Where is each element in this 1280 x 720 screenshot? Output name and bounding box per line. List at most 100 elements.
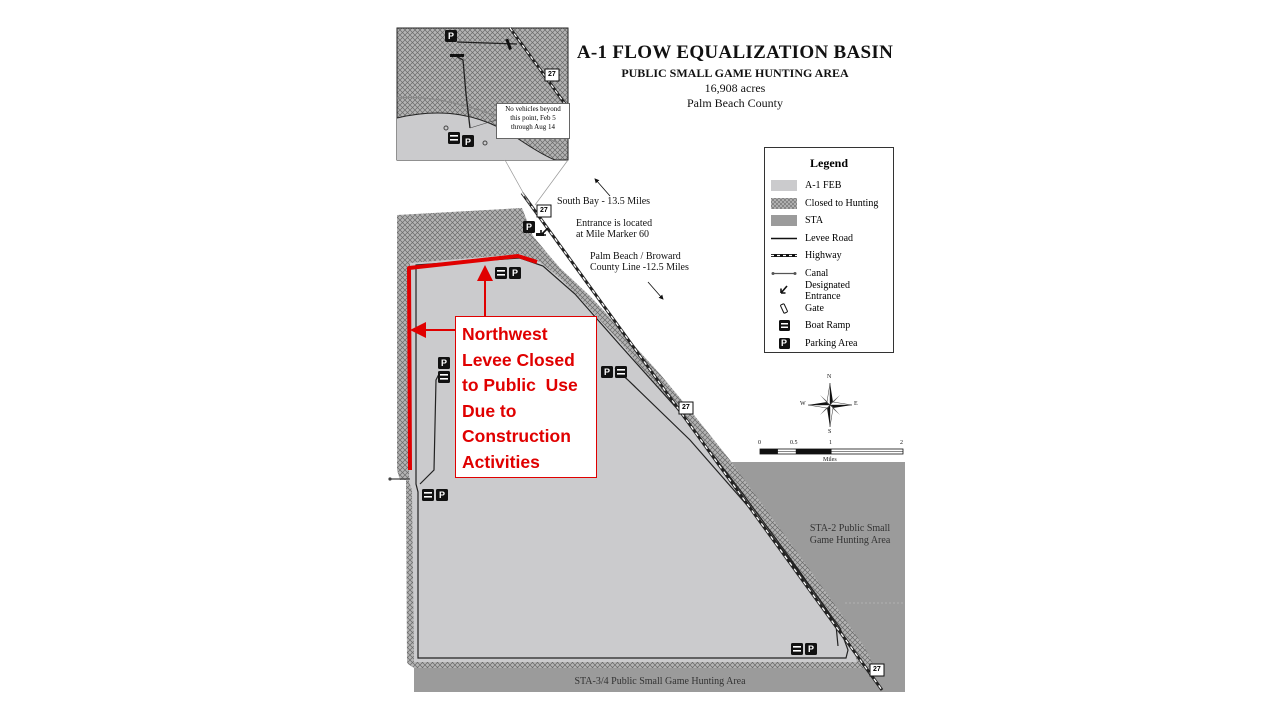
sta2-label-line: Game Hunting Area	[809, 535, 891, 546]
sta2-label: STA-2 Public Small Game Hunting Area	[790, 523, 910, 547]
inset-note-line: this point, Feb 5	[510, 114, 556, 122]
inset-leader-right	[534, 159, 569, 206]
map-acres: 16,908 acres	[704, 81, 766, 95]
legend-label: Boat Ramp	[805, 320, 851, 332]
entrance-label-line: at Mile Marker 60	[576, 229, 650, 240]
legend-label: Levee Road	[805, 232, 854, 244]
scale-tick-1: 1	[829, 440, 832, 446]
scale-tick-05: 0.5	[790, 440, 798, 446]
parking-letter: P	[441, 358, 448, 368]
callout-line: to Public Use	[462, 375, 578, 395]
compass-w: W	[800, 401, 806, 407]
parking-entrance	[523, 221, 544, 236]
inset-map	[396, 27, 570, 161]
highway-shield-south	[869, 663, 885, 677]
sta34-label: STA-3/4 Public Small Game Hunting Area	[574, 676, 746, 687]
highway-number: 27	[540, 207, 548, 214]
ramp-parking-southeast	[791, 643, 817, 655]
fill-light-gray-icon	[771, 180, 797, 192]
legend-label: Parking Area	[805, 337, 858, 349]
line-solid-icon	[771, 233, 797, 244]
legend-label: Designated Entrance	[805, 279, 850, 302]
compass-e: E	[854, 401, 858, 407]
scale-tick-2: 2	[900, 440, 903, 446]
parking-letter: P	[448, 31, 455, 41]
parking-interior	[438, 357, 450, 383]
county-line-arrow	[647, 281, 664, 300]
parking-ramp-east	[601, 366, 627, 378]
scale-tick-0: 0	[758, 440, 761, 446]
legend-item-parking: P Parking Area	[771, 335, 887, 353]
legend-label: Closed to Hunting	[805, 197, 879, 209]
legend-item-levee: Levee Road	[771, 230, 887, 248]
map-subtitle: PUBLIC SMALL GAME HUNTING AREA	[621, 66, 849, 80]
callout-line: Levee Closed	[462, 349, 575, 370]
legend-item-highway: Highway	[771, 247, 887, 265]
legend-item-gate: Gate	[771, 300, 887, 318]
parking-letter: P	[526, 222, 533, 232]
south-bay-label: South Bay - 13.5 Miles	[557, 196, 651, 207]
highway-number: 27	[873, 666, 881, 673]
callout-line: Northwest	[462, 324, 548, 344]
ramp-parking-west	[422, 489, 448, 501]
canal-node	[388, 477, 392, 481]
map-legend: Legend A-1 FEB Closed to Hunting STA Lev…	[764, 147, 894, 353]
parking-letter: P	[808, 644, 815, 654]
fill-crosshatch-icon	[771, 197, 797, 209]
entrance-label-line: Entrance is located	[576, 218, 653, 229]
legend-item-entrance: Designated Entrance	[771, 279, 887, 302]
highway-number: 27	[548, 71, 556, 78]
scale-bar	[759, 448, 904, 455]
south-bay-arrow	[594, 178, 611, 197]
compass-s: S	[828, 429, 832, 435]
highway-shield-middle	[678, 401, 694, 415]
closed-levee-highlight	[407, 254, 538, 471]
entrance-label: Entrance is located at Mile Marker 60	[576, 218, 652, 240]
parking-letter: P	[781, 337, 788, 348]
gate-icon	[771, 303, 797, 314]
legend-label: Canal	[805, 267, 829, 279]
legend-label: STA	[805, 215, 824, 227]
county-line-label: Palm Beach / Broward County Line -12.5 M…	[590, 251, 689, 273]
closure-callout: Northwest Levee Closed to Public Use Due…	[455, 316, 597, 478]
legend-label: Highway	[805, 250, 842, 262]
inset-note-line: No vehicles beyond	[505, 105, 561, 113]
callout-line: Activities	[462, 451, 540, 472]
parking-letter: P	[604, 367, 611, 377]
parking-letter: P	[465, 137, 472, 147]
legend-item-closed: Closed to Hunting	[771, 195, 887, 213]
sta34-area	[414, 668, 880, 692]
line-canal-icon	[771, 268, 797, 279]
legend-item-boat-ramp: Boat Ramp	[771, 317, 887, 335]
sta2-area	[730, 462, 905, 692]
legend-title: Legend	[809, 156, 848, 170]
inset-parking-north	[445, 30, 457, 42]
highway-shield-inset	[544, 68, 560, 82]
county-line-label-line: Palm Beach / Broward	[590, 251, 681, 262]
boat-ramp-icon	[771, 320, 797, 332]
legend-label: Gate	[805, 302, 824, 314]
inset-vehicle-note: No vehicles beyond this point, Feb 5 thr…	[496, 103, 570, 139]
fill-dark-gray-icon	[771, 215, 797, 227]
parking-icon: P	[771, 337, 797, 349]
highway-number: 27	[682, 404, 690, 411]
legend-label: A-1 FEB	[805, 180, 842, 192]
map-title-block: A-1 FLOW EQUALIZATION BASIN PUBLIC SMALL…	[560, 42, 910, 111]
inset-leader-left	[504, 159, 531, 206]
inset-ramp-parking	[448, 132, 474, 147]
county-line-label-line: County Line -12.5 Miles	[590, 262, 689, 273]
callout-line: Construction	[462, 426, 571, 446]
highway-27-dash	[521, 192, 883, 691]
parking-letter: P	[439, 490, 446, 500]
legend-item-a1-feb: A-1 FEB	[771, 177, 887, 195]
legend-item-canal: Canal	[771, 265, 887, 283]
ramp-parking-north	[495, 267, 521, 279]
legend-item-sta: STA	[771, 212, 887, 230]
callout-line: Due to	[462, 400, 517, 421]
sta2-label-line: STA-2 Public Small	[809, 523, 891, 534]
map-county: Palm Beach County	[687, 96, 783, 110]
parking-letter: P	[512, 268, 519, 278]
inset-note-line: through Aug 14	[511, 123, 555, 131]
arrow-entrance-icon	[771, 285, 797, 296]
compass-n: N	[827, 374, 832, 380]
